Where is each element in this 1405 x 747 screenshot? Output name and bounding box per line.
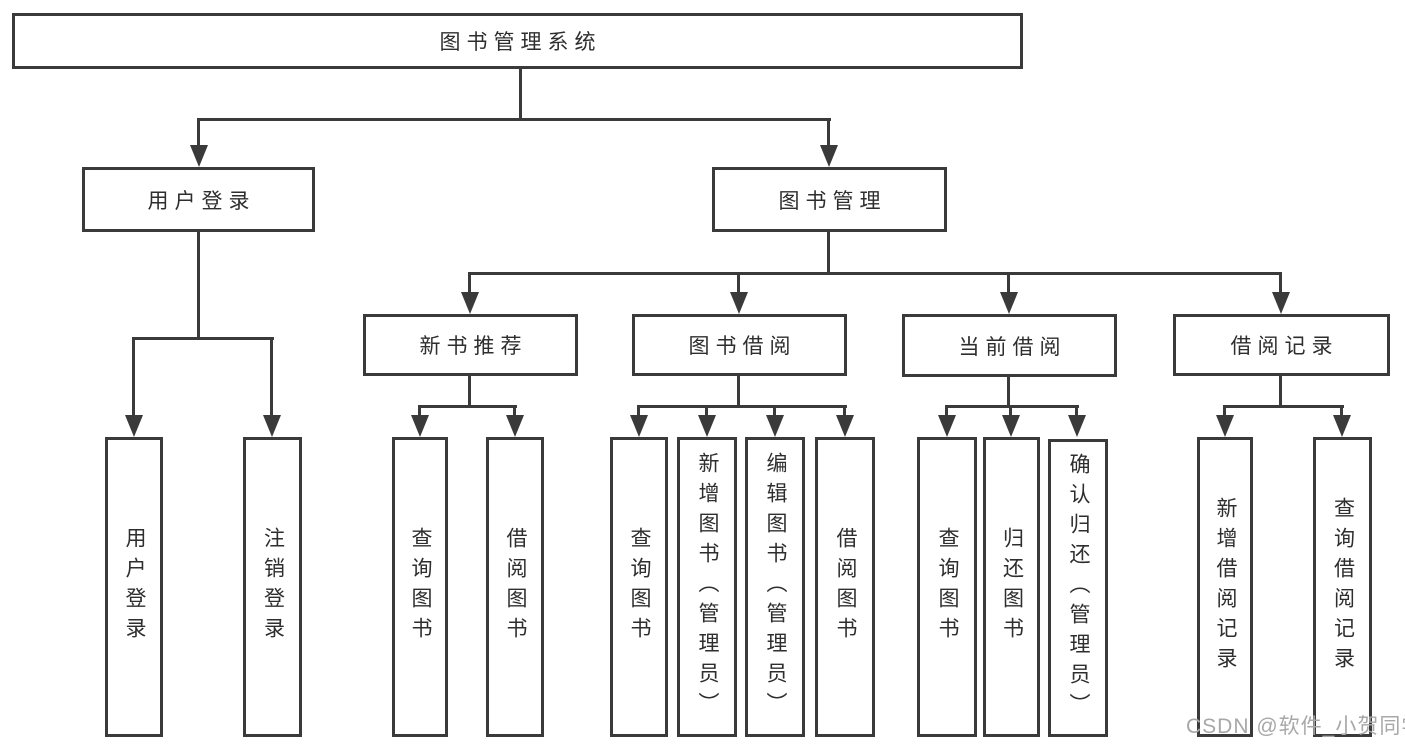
node-user-login-action: 用户登录 (105, 437, 163, 737)
node-label: 新增图书（管理员） (696, 452, 719, 722)
node-label: 图书管理系统 (439, 31, 602, 54)
node-user-login: 用户登录 (82, 167, 315, 232)
node-borrowing-records: 借阅记录 (1173, 314, 1390, 376)
node-label: 查询图书 (409, 527, 432, 647)
node-label: 借阅图书 (504, 527, 527, 647)
connector-new-recommendation-trunk (468, 376, 471, 408)
node-library-management-system: 图书管理系统 (12, 13, 1023, 69)
node-label: 查询图书 (628, 527, 651, 647)
node-label: 当前借阅 (958, 335, 1067, 359)
connector-user-login-bar (132, 337, 274, 340)
arrow-current-return-books (1002, 405, 1020, 437)
connector-borrowing-records-trunk (1279, 376, 1282, 408)
node-book-management: 图书管理 (712, 167, 947, 232)
node-records-query-record: 查询借阅记录 (1313, 437, 1372, 737)
arrow-to-borrowing-records (1272, 272, 1290, 314)
node-label: 借阅记录 (1230, 335, 1339, 358)
node-label: 确认归还（管理员） (1067, 453, 1090, 723)
arrow-to-book-management (820, 118, 838, 167)
node-book-borrowing: 图书借阅 (632, 314, 847, 376)
arrow-rec-query-books (411, 405, 429, 437)
arrow-records-add-record (1216, 405, 1234, 437)
node-label: 图书借阅 (688, 335, 797, 358)
node-label: 注销登录 (261, 527, 285, 647)
connector-user-login-trunk (197, 232, 200, 340)
connector-current-borrowing-bar (945, 405, 1079, 408)
connector-book-management-trunk (827, 232, 830, 275)
node-label: 新增借阅记录 (1214, 497, 1237, 677)
arrow-to-logout-action (263, 337, 281, 437)
node-new-book-recommendation: 新书推荐 (363, 314, 578, 376)
arrow-to-new-recommendation (461, 272, 479, 314)
node-label: 图书管理 (778, 189, 887, 213)
arrow-rec-borrow-books (506, 405, 524, 437)
node-borrow-edit-books-admin: 编辑图书（管理员） (745, 437, 805, 737)
node-label: 借阅图书 (834, 527, 857, 647)
connector-new-recommendation-bar (418, 405, 517, 408)
connector-book-borrowing-bar (637, 405, 847, 408)
node-borrow-query-books: 查询图书 (610, 437, 668, 737)
node-logout-action: 注销登录 (243, 437, 302, 737)
node-label: 编辑图书（管理员） (764, 452, 787, 722)
arrow-records-query-record (1333, 405, 1351, 437)
arrow-current-confirm-return (1068, 405, 1086, 437)
connector-root-bar (197, 118, 831, 121)
node-borrow-add-books-admin: 新增图书（管理员） (677, 437, 737, 737)
arrow-to-login-action (125, 337, 143, 437)
node-borrow-borrow-books: 借阅图书 (815, 437, 875, 737)
arrow-current-query-books (938, 405, 956, 437)
node-rec-query-books: 查询图书 (392, 437, 448, 737)
node-records-add-record: 新增借阅记录 (1197, 437, 1253, 737)
csdn-watermark: CSDN @软件_小贺同学 (1186, 715, 1405, 738)
node-label: 查询图书 (936, 527, 959, 647)
arrow-borrow-add-books (698, 405, 716, 437)
connector-current-borrowing-trunk (1007, 377, 1010, 408)
arrow-borrow-borrow-books (836, 405, 854, 437)
connector-book-borrowing-trunk (737, 376, 740, 408)
node-current-confirm-return-admin: 确认归还（管理员） (1048, 439, 1108, 737)
node-label: 查询借阅记录 (1331, 497, 1355, 677)
node-current-return-books: 归还图书 (983, 437, 1040, 737)
arrow-borrow-query-books (630, 405, 648, 437)
arrow-to-book-borrowing (730, 272, 748, 314)
node-current-borrowing: 当前借阅 (902, 314, 1117, 377)
arrow-to-user-login (190, 118, 208, 167)
node-current-query-books: 查询图书 (917, 437, 977, 737)
connector-root-trunk (519, 69, 522, 120)
node-rec-borrow-books: 借阅图书 (486, 437, 544, 737)
node-label: 归还图书 (1000, 527, 1024, 647)
arrow-to-current-borrowing (1000, 272, 1018, 314)
node-label: 用户登录 (123, 527, 146, 647)
connector-book-management-bar (468, 272, 1282, 275)
node-label: 用户登录 (147, 189, 256, 213)
connector-borrowing-records-bar (1223, 405, 1344, 408)
node-label: 新书推荐 (419, 335, 528, 358)
arrow-borrow-edit-books (766, 405, 784, 437)
